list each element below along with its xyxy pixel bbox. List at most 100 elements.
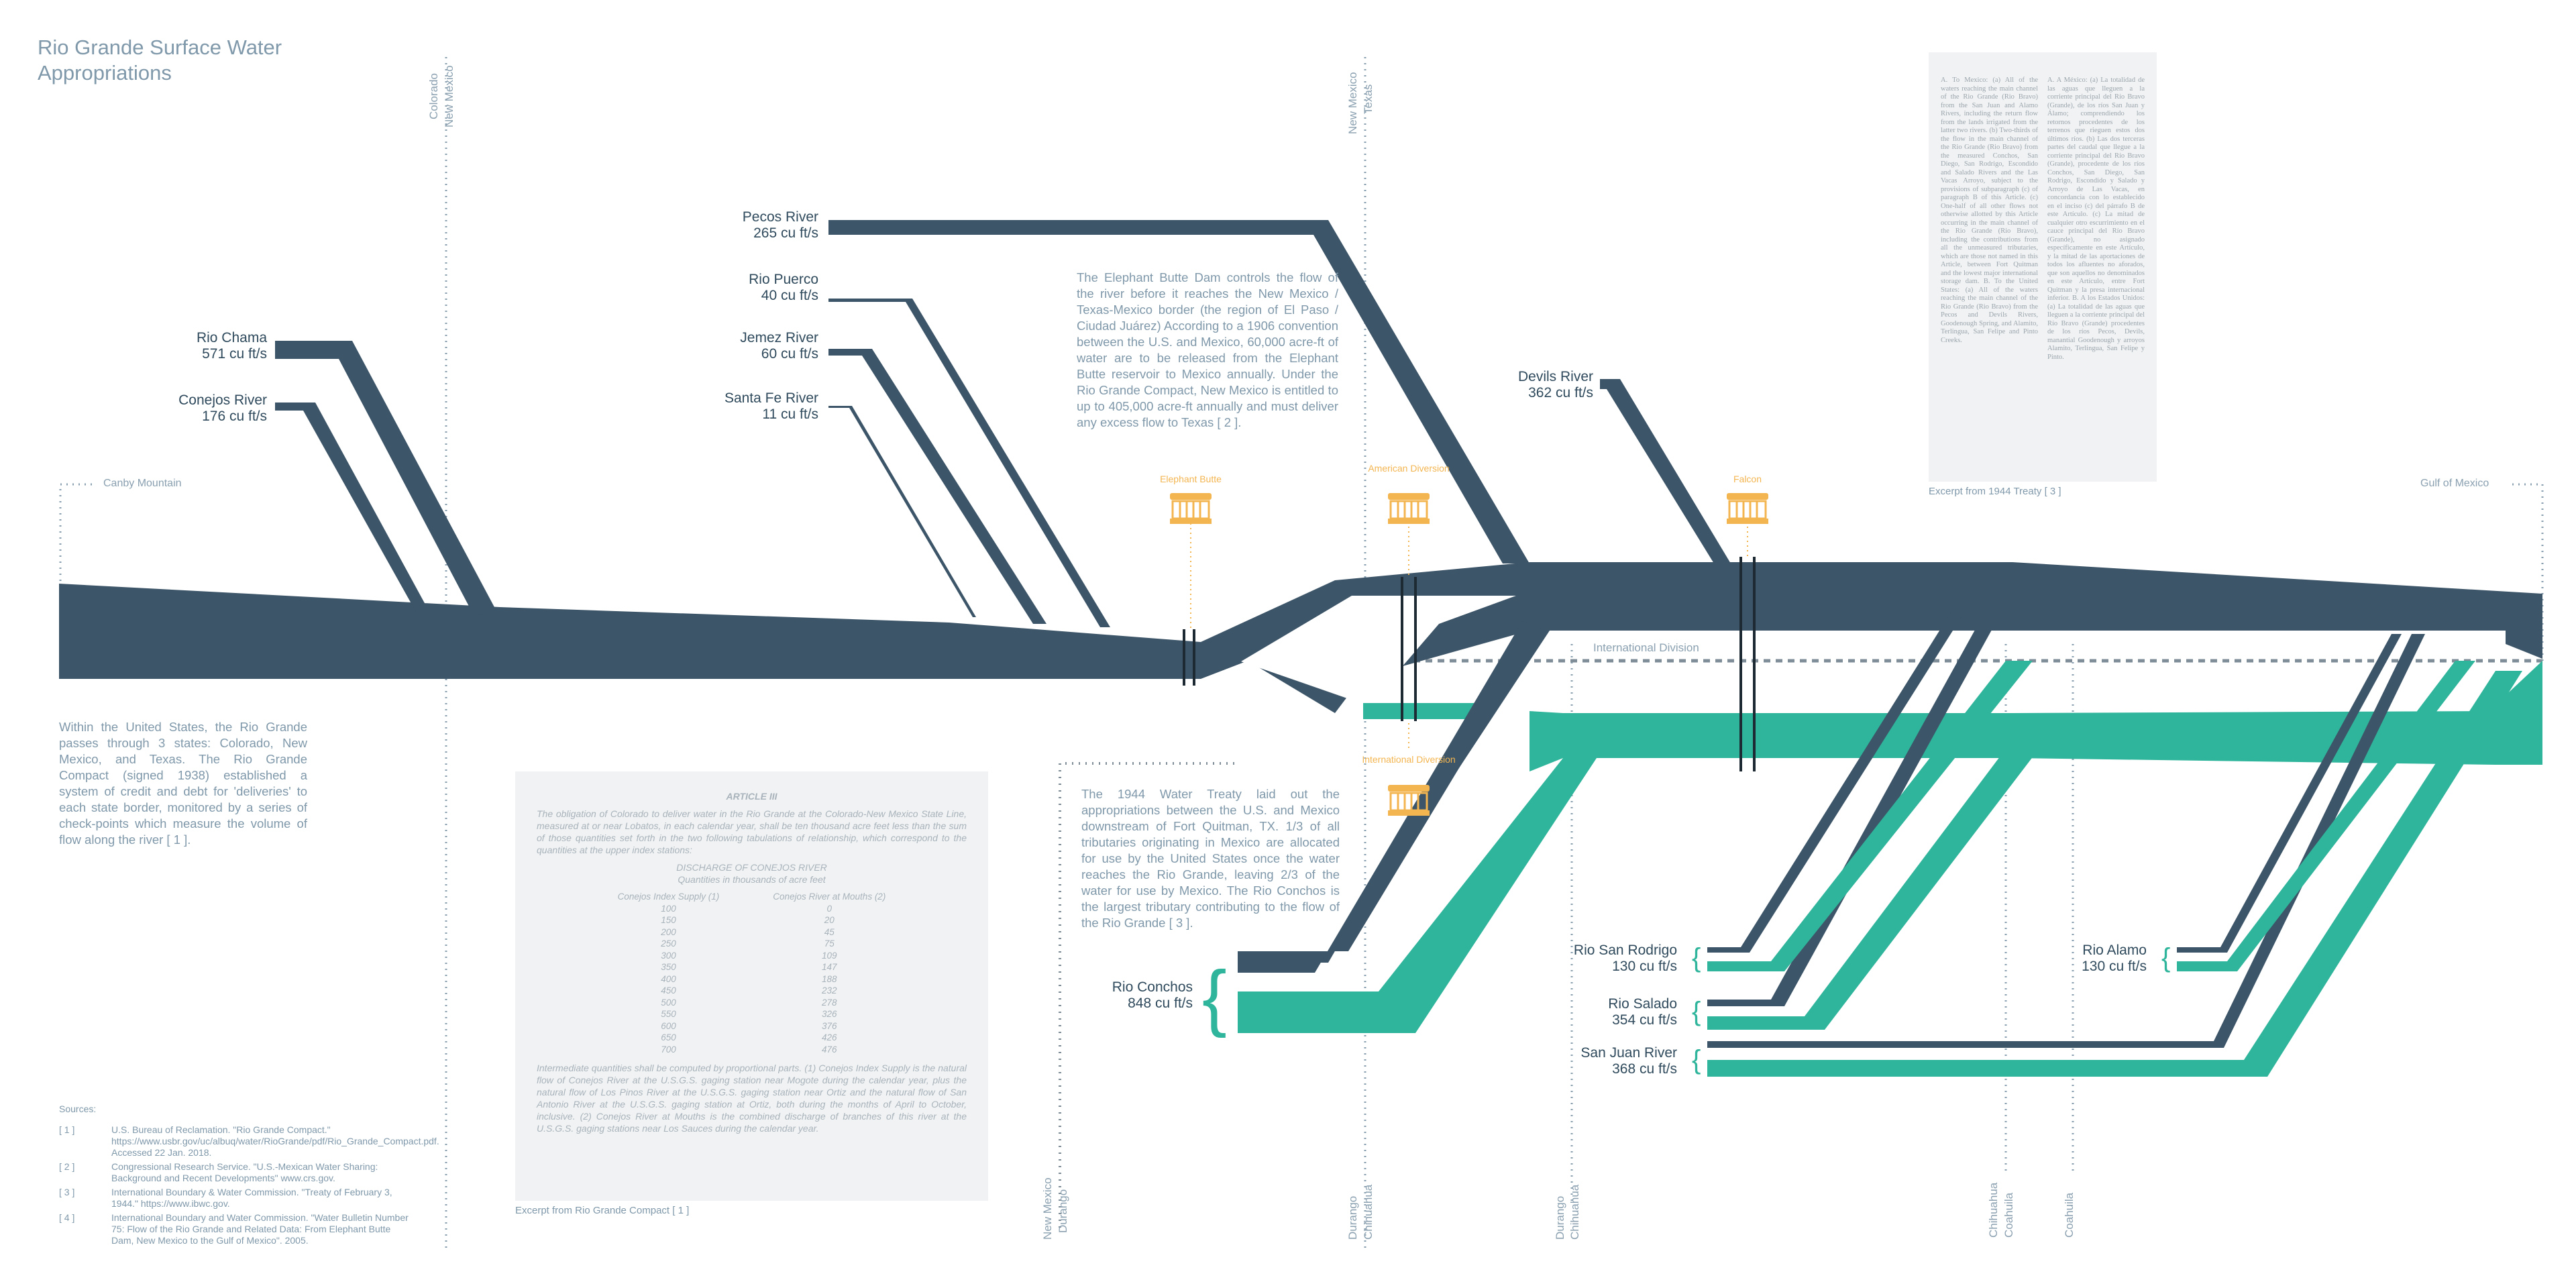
border-label-nm-2: New Mexico	[1346, 72, 1359, 134]
table-row: 400 188	[591, 973, 913, 985]
border-label-chihuahua-2: Chihuahua	[1568, 1184, 1581, 1240]
san-juan-brace: {	[1692, 1045, 1701, 1075]
conchos-brace: {	[1202, 956, 1227, 1038]
us-compact-paragraph: Within the United States, the Rio Grande…	[59, 720, 307, 847]
source-item: [ 1 ]U.S. Bureau of Reclamation. "Rio Gr…	[59, 1124, 439, 1159]
table-cell: 700	[661, 1044, 676, 1055]
gulf-of-mexico-label: Gulf of Mexico	[2420, 478, 2489, 489]
table-cell: 45	[824, 926, 835, 937]
falcon-label: Falcon	[1733, 474, 1762, 484]
table-cell: 150	[661, 915, 676, 925]
table-cell: 326	[822, 1009, 837, 1019]
table-cell: 147	[822, 962, 837, 972]
source-number: [ 4 ]	[59, 1212, 75, 1223]
table-cell: 500	[661, 997, 676, 1008]
table-row: 450 232	[591, 985, 913, 997]
rio-conchos-mexico-share	[1238, 758, 1597, 1033]
source-text: International Boundary and Water Commiss…	[111, 1212, 409, 1246]
san-rodrigo-brace: {	[1692, 943, 1701, 973]
sources-list: Sources: [ 1 ]U.S. Bureau of Reclamation…	[59, 1104, 439, 1249]
border-label-coahuila: Coahuila	[2002, 1192, 2015, 1238]
source-text: International Boundary & Water Commissio…	[111, 1187, 392, 1209]
table-cell: 450	[661, 985, 676, 996]
table-cell: 100	[661, 903, 676, 914]
international-division-label: International Division	[1593, 641, 1699, 654]
source-item: [ 2 ]Congressional Research Service. "U.…	[59, 1161, 413, 1184]
source-number: [ 3 ]	[59, 1187, 75, 1197]
table-cell: 20	[824, 915, 835, 925]
table-cell: 376	[822, 1020, 837, 1031]
table-cell: 426	[822, 1032, 837, 1042]
table-cell: 600	[661, 1020, 676, 1031]
source-text: Congressional Research Service. "U.S.-Me…	[111, 1161, 378, 1183]
rio-conchos-us-channel	[1238, 621, 1543, 973]
table-header: Conejos Index Supply (1)	[617, 892, 720, 902]
conejos-table: Conejos Index Supply (1) Conejos River at…	[591, 891, 913, 1055]
table-cell: 188	[822, 973, 837, 984]
border-label-tx: Texas	[1362, 84, 1375, 114]
elephant-butte-paragraph: The Elephant Butte Dam controls the flow…	[1077, 270, 1338, 429]
table-cell: 250	[661, 938, 676, 949]
table-cell: 0	[826, 903, 833, 914]
canby-mountain-label: Canby Mountain	[103, 478, 182, 489]
article-table-title: DISCHARGE OF CONEJOS RIVER	[676, 862, 827, 873]
table-row: 600 376	[591, 1020, 913, 1032]
table-cell: 75	[824, 938, 835, 949]
alamo-brace: {	[2161, 943, 2171, 973]
table-row: 150 20	[591, 914, 913, 926]
american-diversion-label: American Diversion	[1368, 463, 1450, 474]
sources-heading: Sources:	[59, 1104, 97, 1114]
border-label-durango: Durango	[1057, 1189, 1069, 1233]
compact-excerpt-caption: Excerpt from Rio Grande Compact [ 1 ]	[515, 1205, 690, 1216]
border-label-coahuila-2: Coahuila	[2063, 1192, 2076, 1238]
table-row: 500 278	[591, 997, 913, 1009]
tributaries-upper	[275, 220, 1731, 627]
border-label-chihuahua: Chihuahua	[1362, 1184, 1375, 1240]
table-row: 300 109	[591, 950, 913, 962]
tributaries-lower-us-share	[1707, 610, 2425, 1048]
table-cell: 400	[661, 973, 676, 984]
article-intro: The obligation of Colorado to deliver wa…	[537, 808, 967, 855]
rio-grande-mexico-share	[1363, 703, 1476, 719]
tributaries-lower-mexico-share	[1707, 661, 2522, 1077]
table-cell: 300	[661, 950, 676, 961]
elephant-butte-split-gap	[1241, 596, 1516, 706]
elephant-butte-dam-icon	[1169, 492, 1213, 525]
source-number: [ 1 ]	[59, 1124, 75, 1135]
table-cell: 232	[822, 985, 837, 996]
international-diversion-label: International Diversion	[1362, 754, 1456, 765]
treaty-excerpt-box: A. To Mexico: (a) All of the waters reac…	[1929, 52, 2157, 482]
table-cell: 476	[822, 1044, 837, 1055]
table-header: Conejos River at Mouths (2)	[773, 892, 886, 902]
border-label-nm-3: New Mexico	[1041, 1177, 1054, 1240]
table-cell: 109	[822, 950, 837, 961]
border-label-nm: New Mexico	[443, 65, 455, 127]
salado-brace: {	[1692, 997, 1701, 1026]
dam-connectors	[1190, 523, 1748, 748]
source-item: [ 4 ] International Boundary and Water Co…	[59, 1212, 413, 1246]
state-border-lines	[445, 57, 2074, 1248]
border-label-co: Colorado	[427, 73, 440, 119]
treaty-column-spanish: A. A México: (a) La totalidad de las agu…	[2047, 76, 2145, 361]
source-item: [ 3 ] International Boundary & Water Comm…	[59, 1187, 413, 1210]
page-title: Rio Grande Surface Water Appropriations	[38, 36, 282, 85]
table-cell: 278	[822, 997, 837, 1008]
table-row: 250 75	[591, 938, 913, 950]
american-diversion-dam-icon	[1387, 492, 1431, 525]
table-row: 700 476	[591, 1044, 913, 1056]
treaty-1944-paragraph: The 1944 Water Treaty laid out the appro…	[1081, 787, 1340, 930]
endpoint-markers	[59, 483, 2544, 661]
